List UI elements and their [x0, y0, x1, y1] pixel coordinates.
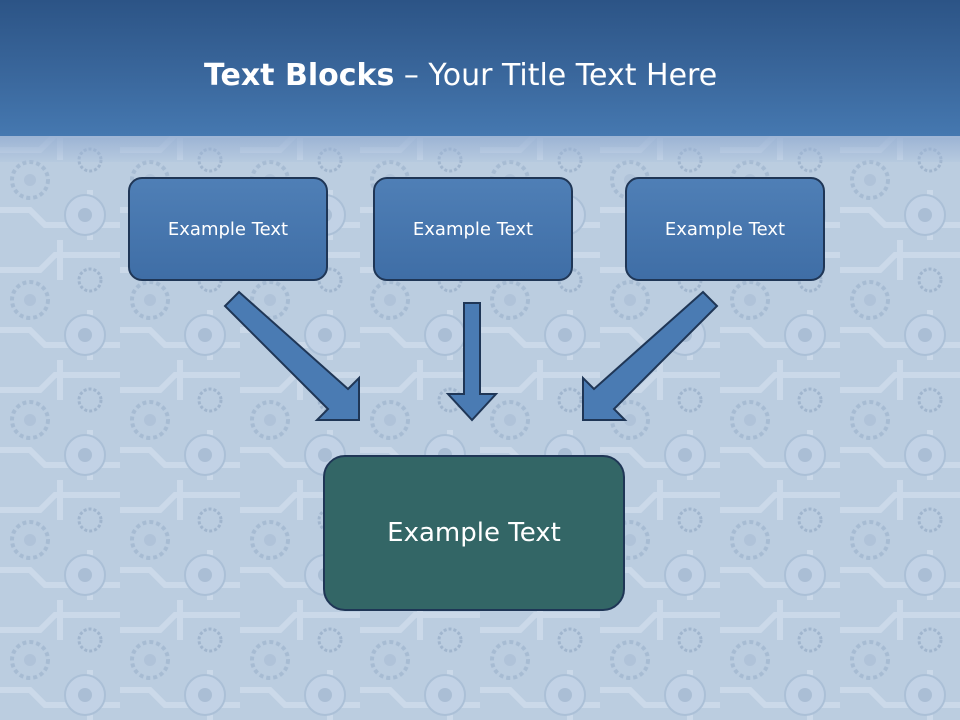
text-block-bottom-label: Example Text — [387, 518, 561, 548]
arrow-down-right — [223, 290, 360, 421]
arrow-down-left — [582, 290, 719, 421]
slide-title-bold: Text Blocks — [204, 58, 395, 93]
slide-title-rest: Your Title Text Here — [428, 58, 718, 93]
text-block-top-center-label: Example Text — [412, 218, 534, 240]
slide-title: Text Blocks – Your Title Text Here — [204, 54, 717, 98]
arrow-down — [445, 302, 499, 422]
slide-title-dash: – — [394, 58, 429, 93]
text-block-top-right[interactable]: Example Text — [625, 177, 825, 281]
text-block-bottom[interactable]: Example Text — [323, 455, 625, 611]
text-block-top-right-label: Example Text — [664, 218, 786, 240]
text-block-top-center[interactable]: Example Text — [373, 177, 573, 281]
text-block-top-left-label: Example Text — [167, 218, 289, 240]
title-bar — [0, 0, 960, 136]
title-bar-shadow — [0, 136, 960, 162]
text-block-top-left[interactable]: Example Text — [128, 177, 328, 281]
